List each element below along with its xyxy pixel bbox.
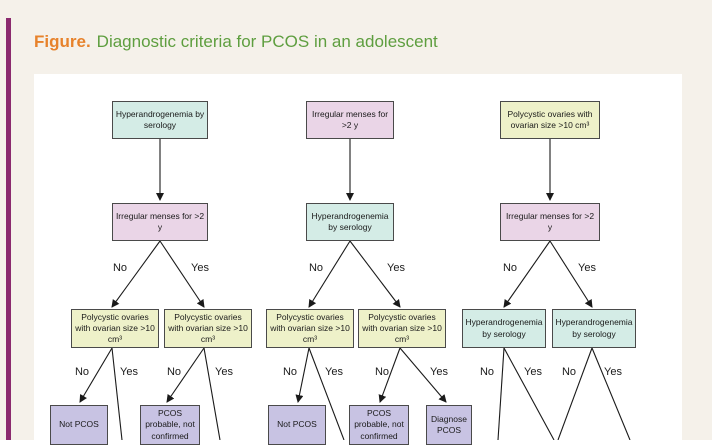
figure-label: Figure.: [34, 32, 91, 51]
c2-hyperandrogenemia-box: Hyperandrogenemia by serology: [306, 203, 394, 241]
line-c1-left-yes: [111, 347, 123, 440]
c2-diagnose-pcos-box: Diagnose PCOS: [426, 405, 472, 445]
c2-not-pcos-box: Not PCOS: [268, 405, 326, 445]
line-c2-left-yes: [308, 347, 345, 440]
c2-mid-yes-label: Yes: [387, 262, 405, 274]
line-c3-left-no: [497, 347, 505, 440]
c1-hyperandrogenemia-box: Hyperandrogenemia by serology: [112, 101, 208, 139]
arrow-c2-right-probable: [378, 347, 401, 403]
accent-bar: [6, 18, 11, 440]
c2-polycystic-box-right: Polycystic ovaries with ovarian size >10…: [358, 309, 446, 348]
c1-polycystic-box-right: Polycystic ovaries with ovarian size >10…: [164, 309, 252, 348]
line-c3-right-yes: [591, 347, 631, 440]
c3-left-yes-label: Yes: [524, 366, 542, 378]
line-c3-left-yes: [503, 347, 555, 440]
c3-hyperandrogenemia-box-left: Hyperandrogenemia by serology: [462, 309, 546, 348]
c1-mid-yes-label: Yes: [191, 262, 209, 274]
line-c3-right-no: [557, 347, 593, 440]
c3-irregular-menses-box: Irregular menses for >2 y: [500, 203, 600, 241]
c3-left-no-label: No: [479, 366, 495, 378]
c3-mid-no-label: No: [502, 262, 518, 274]
c3-hyperandrogenemia-box-right: Hyperandrogenemia by serology: [552, 309, 636, 348]
c1-right-no-label: No: [166, 366, 182, 378]
line-c1-right-yes: [203, 347, 221, 440]
c3-polycystic-box: Polycystic ovaries with ovarian size >10…: [500, 101, 600, 139]
arrow-c2-mid-right: [349, 240, 401, 308]
c3-right-no-label: No: [561, 366, 577, 378]
c2-mid-no-label: No: [308, 262, 324, 274]
c2-left-no-label: No: [282, 366, 298, 378]
c3-right-yes-label: Yes: [604, 366, 622, 378]
arrow-c1-mid-right: [159, 240, 205, 308]
c1-mid-no-label: No: [112, 262, 128, 274]
c1-left-no-label: No: [74, 366, 90, 378]
figure-title: Diagnostic criteria for PCOS in an adole…: [96, 32, 438, 51]
c1-pcos-probable-box: PCOS probable, not confirmed: [140, 405, 200, 445]
c2-left-yes-label: Yes: [325, 366, 343, 378]
arrow-c2-mid-left: [308, 240, 351, 308]
c2-right-no-label: No: [374, 366, 390, 378]
figure-caption: Figure. Diagnostic criteria for PCOS in a…: [34, 32, 438, 52]
arrow-c1-left-notpcos: [79, 347, 113, 403]
c1-not-pcos-box: Not PCOS: [50, 405, 108, 445]
flowchart-panel: Hyperandrogenemia by serology Irregular …: [34, 74, 682, 445]
c1-left-yes-label: Yes: [120, 366, 138, 378]
arrow-c1-mid-left: [111, 240, 161, 308]
connector-lines: [79, 139, 631, 440]
c1-irregular-menses-box: Irregular menses for >2 y: [112, 203, 208, 241]
c2-polycystic-box-left: Polycystic ovaries with ovarian size >10…: [266, 309, 354, 348]
c3-mid-yes-label: Yes: [578, 262, 596, 274]
arrow-c3-mid-right: [549, 240, 593, 308]
arrow-c2-left-notpcos: [295, 347, 310, 403]
arrow-c1-right-probable: [166, 347, 205, 403]
c2-right-yes-label: Yes: [430, 366, 448, 378]
c2-pcos-probable-box: PCOS probable, not confirmed: [349, 405, 409, 445]
c1-polycystic-box-left: Polycystic ovaries with ovarian size >10…: [71, 309, 159, 348]
arrow-c3-mid-left: [503, 240, 551, 308]
arrow-c2-right-diagnose: [399, 347, 447, 403]
c1-right-yes-label: Yes: [215, 366, 233, 378]
c2-irregular-menses-box: Irregular menses for >2 y: [306, 101, 394, 139]
